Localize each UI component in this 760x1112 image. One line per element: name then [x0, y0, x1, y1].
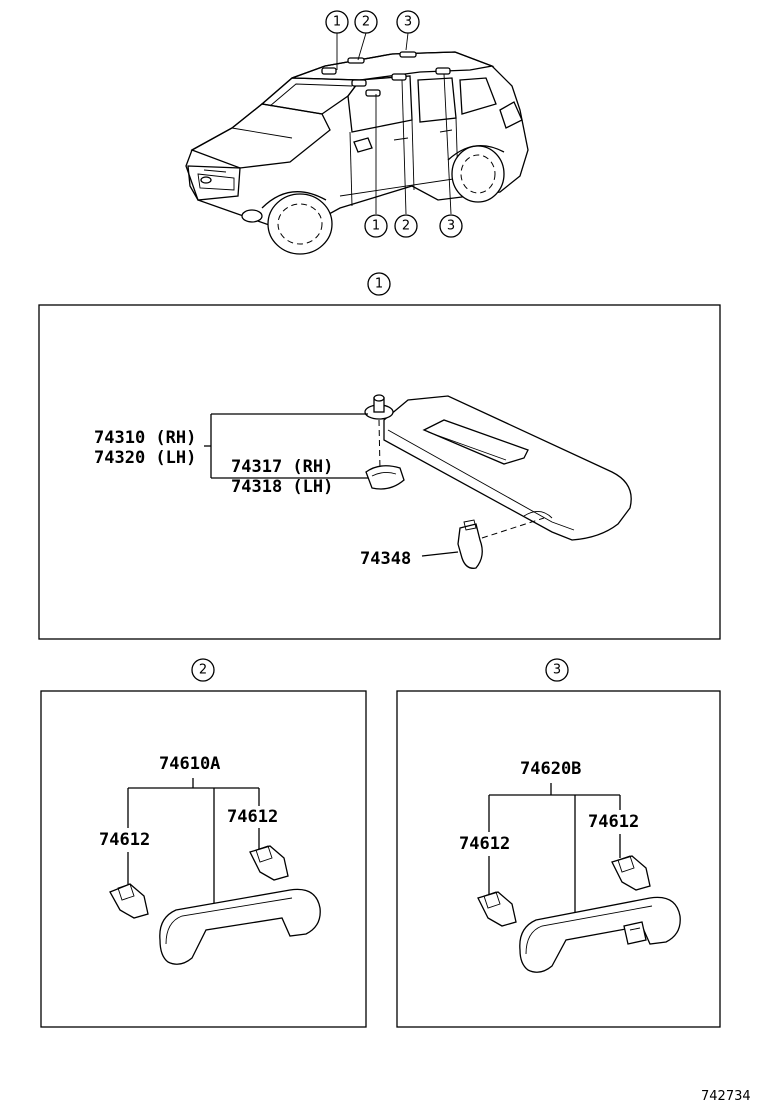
- label-74612-left-p3: 74612: [459, 834, 510, 854]
- label-74612-left-p2: 74612: [99, 830, 150, 850]
- panel-2-callout: 2: [191, 658, 215, 682]
- cap-left-drawing-p2: [109, 883, 149, 919]
- panel-1-leaders: [204, 413, 459, 557]
- svg-text:2: 2: [199, 663, 207, 678]
- callout-top-1: 1: [325, 10, 349, 34]
- panel-2-leaders: [127, 778, 260, 906]
- callout-bottom-3: 3: [439, 214, 463, 238]
- cap-right-drawing-p2: [249, 845, 289, 881]
- panel-1-callout: 1: [367, 272, 391, 296]
- label-74612-right-p2: 74612: [227, 807, 278, 827]
- svg-text:1: 1: [333, 15, 341, 30]
- svg-text:2: 2: [402, 219, 410, 234]
- vehicle-overview: [185, 51, 529, 255]
- assist-grip-drawing-p3: [519, 896, 681, 973]
- panel-3-leaders: [488, 783, 621, 912]
- sunvisor-drawing: [364, 394, 632, 569]
- label-74610a: 74610A: [159, 754, 220, 774]
- vehicle-callout-leaders: [336, 32, 452, 215]
- illustration-reference-number: 742734: [701, 1089, 751, 1104]
- label-74620b: 74620B: [520, 759, 581, 779]
- label-74317-rh: 74317 (RH): [231, 457, 333, 477]
- label-74310-rh: 74310 (RH): [94, 428, 196, 448]
- panel-2-frame: [40, 690, 367, 1028]
- label-74320-lh: 74320 (LH): [94, 448, 196, 468]
- cap-right-drawing-p3: [611, 855, 651, 891]
- label-74348: 74348: [360, 549, 411, 569]
- cap-left-drawing-p3: [477, 891, 517, 927]
- panel-3-frame: [396, 690, 721, 1028]
- svg-text:2: 2: [362, 15, 370, 30]
- svg-text:1: 1: [372, 219, 380, 234]
- label-74612-right-p3: 74612: [588, 812, 639, 832]
- svg-text:3: 3: [404, 15, 412, 30]
- callout-top-2: 2: [354, 10, 378, 34]
- label-74318-lh: 74318 (LH): [231, 477, 333, 497]
- assist-grip-drawing-p2: [159, 888, 321, 965]
- callout-bottom-1: 1: [364, 214, 388, 238]
- callout-bottom-2: 2: [394, 214, 418, 238]
- svg-text:3: 3: [447, 219, 455, 234]
- callout-top-3: 3: [396, 10, 420, 34]
- panel-1-frame: [38, 304, 721, 640]
- svg-text:3: 3: [553, 663, 561, 678]
- panel-3-callout: 3: [545, 658, 569, 682]
- svg-text:1: 1: [375, 277, 383, 292]
